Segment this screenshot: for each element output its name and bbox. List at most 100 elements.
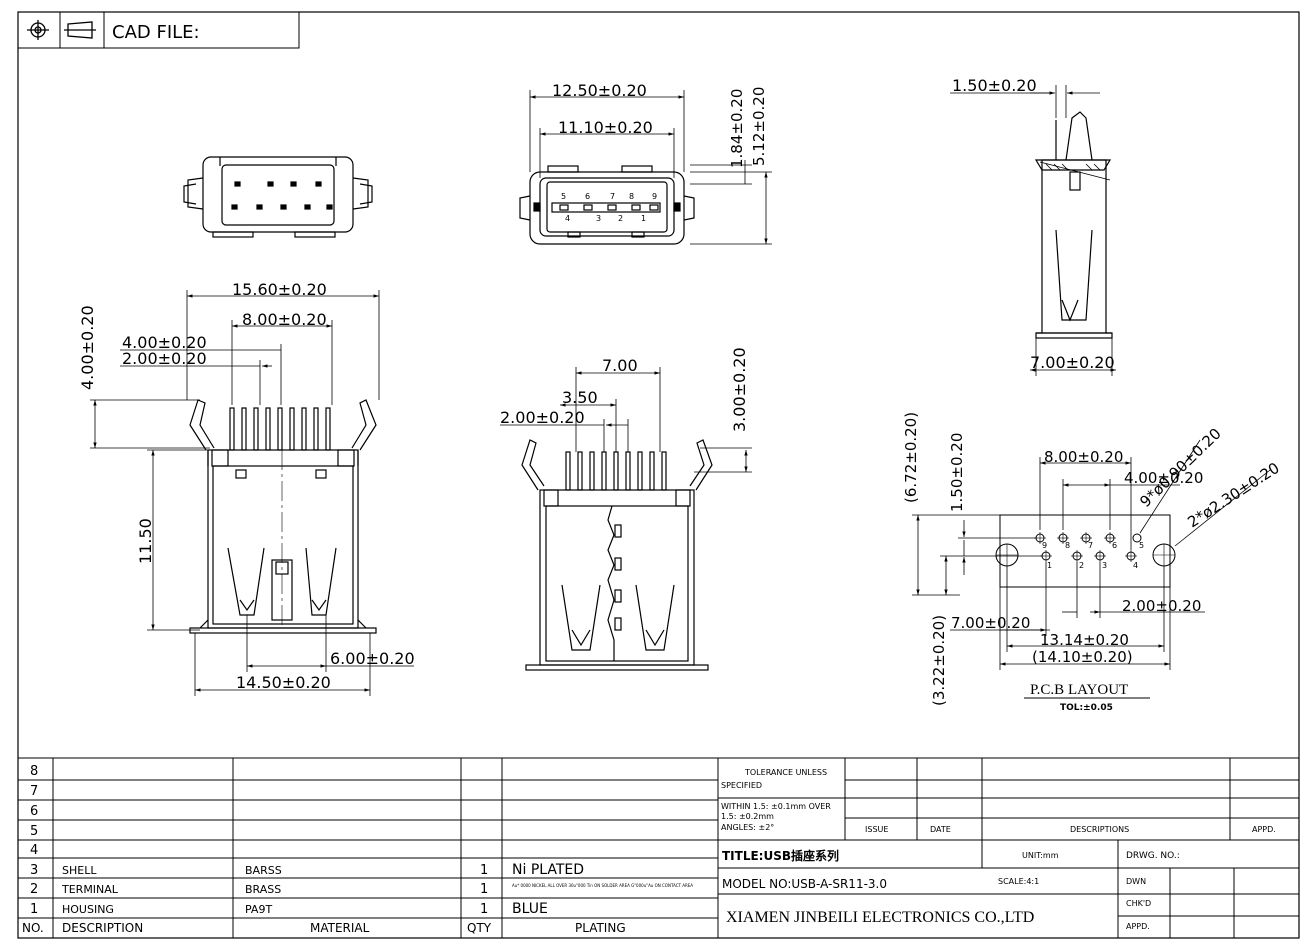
dim-pcb-672: (6.72±0.20) bbox=[902, 412, 920, 503]
dim-side-top: 1.50±0.20 bbox=[952, 76, 1037, 95]
dim-mid-350: 3.50 bbox=[562, 388, 598, 407]
dim-top-h2: 5.12±0.20 bbox=[750, 87, 768, 166]
dim-main-pitch4: 4.00±0.20 bbox=[122, 333, 207, 352]
third-angle-projection-icon bbox=[27, 20, 96, 40]
svg-text:2: 2 bbox=[618, 214, 623, 223]
bom-rows: 3 SHELL BARSS 1 Ni PLATED 2 TERMINAL BRA… bbox=[30, 862, 693, 917]
svg-text:1: 1 bbox=[1047, 561, 1052, 570]
svg-text:6: 6 bbox=[585, 192, 590, 201]
tolerance-line3: ANGLES: ±2° bbox=[721, 823, 774, 832]
dim-main-pin-h: 4.00±0.20 bbox=[78, 305, 97, 390]
svg-text:9: 9 bbox=[1042, 541, 1047, 550]
pcb-layout-drawing bbox=[995, 514, 1176, 588]
svg-text:3: 3 bbox=[1102, 561, 1107, 570]
title-block-grid bbox=[718, 758, 1299, 938]
dim-pcb-200: 2.00±0.20 bbox=[1122, 597, 1201, 615]
cad-file-label: CAD FILE: bbox=[112, 22, 200, 43]
pcb-layout-title: P.C.B LAYOUT bbox=[1030, 682, 1128, 698]
bom-row-material: BRASS bbox=[245, 883, 281, 896]
appd-label: APPD. bbox=[1126, 922, 1150, 931]
bom-header-material: MATERIAL bbox=[310, 921, 370, 935]
descriptions-header: DESCRIPTIONS bbox=[1070, 825, 1129, 834]
title-block-text: TOLERANCE UNLESS SPECIFIED WITHIN 1.5: ±… bbox=[721, 768, 1276, 931]
bom-row-no: 3 bbox=[30, 863, 38, 878]
bom-row-qty: 1 bbox=[480, 902, 488, 917]
dwn-label: DWN bbox=[1126, 877, 1146, 886]
chkd-label: CHK'D bbox=[1126, 899, 1151, 908]
svg-text:5: 5 bbox=[561, 192, 566, 201]
connector-front-view-center bbox=[519, 165, 695, 245]
dim-top-width-inner: 11.10±0.20 bbox=[558, 118, 653, 137]
bom-row-qty: 1 bbox=[480, 882, 488, 897]
svg-text:1: 1 bbox=[641, 214, 646, 223]
sheet-border bbox=[17, 11, 1300, 939]
svg-text:7: 7 bbox=[30, 784, 38, 799]
dim-pcb-1314: 13.14±0.20 bbox=[1040, 631, 1129, 649]
bom-row-material: BARSS bbox=[245, 864, 282, 877]
dim-pcb-1410: (14.10±0.20) bbox=[1032, 648, 1133, 666]
pcb-pin-labels: 9 8 7 6 5 1 2 3 4 bbox=[1042, 541, 1144, 570]
connector-bottom-view-center bbox=[521, 439, 713, 671]
drawing-title: TITLE:USB插座系列 bbox=[722, 848, 839, 863]
svg-text:9: 9 bbox=[652, 192, 657, 201]
bom-header-row: NO. DESCRIPTION MATERIAL QTY PLATING bbox=[22, 921, 626, 935]
svg-text:3: 3 bbox=[596, 214, 601, 223]
date-header: DATE bbox=[930, 825, 951, 834]
bom-row-plating: Ni PLATED bbox=[512, 862, 584, 878]
tolerance-line1: WITHIN 1.5: ±0.1mm OVER bbox=[721, 802, 831, 811]
header-box: CAD FILE: bbox=[17, 11, 300, 49]
bom-row-no: 2 bbox=[30, 882, 38, 897]
dim-main-base2: 14.50±0.20 bbox=[236, 673, 331, 692]
dim-pcb-322: (3.22±0.20) bbox=[930, 615, 948, 706]
tolerance-title: TOLERANCE UNLESS bbox=[744, 768, 827, 777]
dim-main-base1: 6.00±0.20 bbox=[330, 649, 415, 668]
tolerance-line2: 1.5: ±0.2mm bbox=[721, 812, 774, 821]
scale-label: SCALE:4:1 bbox=[998, 877, 1039, 886]
bom-row-description: SHELL bbox=[62, 864, 97, 877]
dim-mid-300: 3.00±0.20 bbox=[730, 347, 749, 432]
dim-pcb-400: 4.00±0.20 bbox=[1124, 469, 1203, 487]
bom-header-qty: QTY bbox=[467, 921, 492, 935]
dim-pcb-700: 7.00±0.20 bbox=[951, 614, 1030, 632]
model-number: MODEL NO:USB-A-SR11-3.0 bbox=[722, 877, 887, 891]
svg-text:6: 6 bbox=[30, 804, 38, 819]
dim-top-width-outer: 12.50±0.20 bbox=[552, 81, 647, 100]
svg-text:7: 7 bbox=[610, 192, 615, 201]
bom-table-grid bbox=[18, 757, 1299, 938]
company-name: XIAMEN JINBEILI ELECTRONICS CO.,LTD bbox=[726, 909, 1034, 926]
main-dimensions bbox=[90, 290, 414, 696]
svg-text:2: 2 bbox=[1079, 561, 1084, 570]
svg-text:8: 8 bbox=[629, 192, 634, 201]
svg-text:8: 8 bbox=[1065, 541, 1070, 550]
connector-top-view-main bbox=[189, 399, 377, 634]
bom-header-description: DESCRIPTION bbox=[62, 921, 143, 935]
bom-row-plating: Au* 0000 NICKEL ALL OVER 30u"000 Tin ON … bbox=[512, 883, 693, 888]
svg-text:7: 7 bbox=[1088, 541, 1093, 550]
unit-label: UNIT:mm bbox=[1022, 851, 1059, 860]
front-dimensions bbox=[529, 90, 772, 245]
dim-pcb-800: 8.00±0.20 bbox=[1044, 448, 1123, 466]
svg-text:4: 4 bbox=[30, 843, 38, 858]
pcb-dimensions bbox=[912, 439, 1271, 670]
center-dimensions bbox=[500, 367, 752, 473]
bom-row-material: PA9T bbox=[245, 903, 272, 916]
bom-row-plating: BLUE bbox=[512, 901, 548, 917]
svg-text:8: 8 bbox=[30, 764, 38, 779]
dim-main-pitch8: 8.00±0.20 bbox=[242, 310, 327, 329]
dim-top-h1: 1.84±0.20 bbox=[728, 89, 746, 168]
dim-main-pitch2: 2.00±0.20 bbox=[122, 349, 207, 368]
bom-header-plating: PLATING bbox=[575, 921, 626, 935]
bom-row-description: HOUSING bbox=[62, 903, 114, 916]
dim-main-overall: 15.60±0.20 bbox=[232, 280, 327, 299]
bom-row-no: 1 bbox=[30, 902, 38, 917]
dim-mid-700: 7.00 bbox=[602, 356, 638, 375]
pcb-tolerance: TOL:±0.05 bbox=[1060, 703, 1113, 713]
connector-side-view bbox=[1034, 111, 1113, 339]
svg-text:6: 6 bbox=[1112, 541, 1117, 550]
bom-row-numbers: 8 7 6 5 4 bbox=[30, 764, 38, 858]
dim-main-body-h: 11.50 bbox=[136, 518, 155, 564]
svg-text:4: 4 bbox=[565, 214, 570, 223]
dim-side-bottom: 7.00±0.20 bbox=[1030, 353, 1115, 372]
tolerance-title2: SPECIFIED bbox=[721, 781, 762, 790]
